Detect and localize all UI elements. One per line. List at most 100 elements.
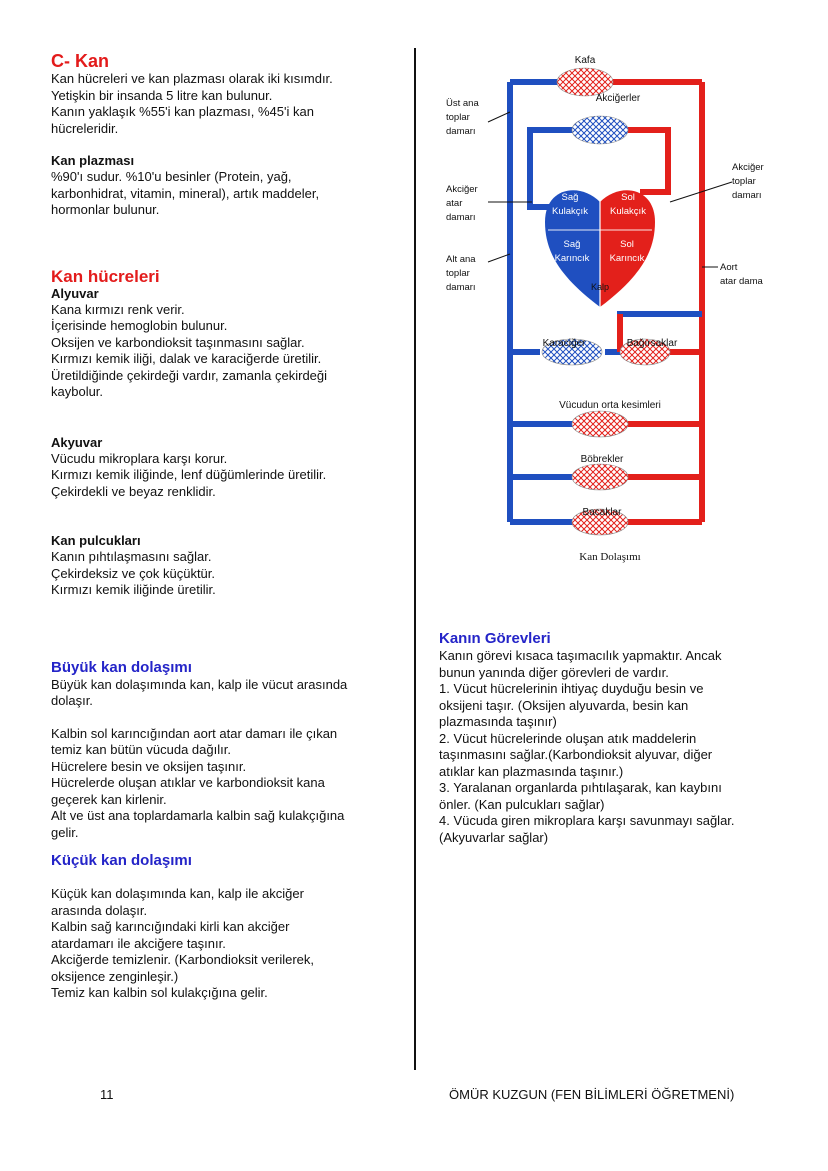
column-divider bbox=[414, 48, 416, 1070]
label-sag-kulakcik-2: Kulakçık bbox=[552, 206, 588, 217]
text-line: karbonhidrat, vitamin, mineral), artık m… bbox=[51, 185, 320, 201]
akyuvar-text: Vücudu mikroplara karşı korur.Kırmızı ke… bbox=[51, 451, 401, 501]
label-ust-ana-1: Üst ana bbox=[446, 98, 479, 109]
buyuk-text-2: Kalbin sol karıncığından aort atar damar… bbox=[51, 726, 401, 842]
text-line: Kalbin sol karıncığından aort atar damar… bbox=[51, 725, 338, 741]
text-line: Yetişkin bir insanda 5 litre kan bulunur… bbox=[51, 87, 273, 103]
label-sag-karincik-1: Sağ bbox=[564, 239, 581, 250]
intestine-capillary bbox=[619, 338, 671, 366]
gorev-text: Kanın görevi kısaca taşımacılık yapmaktı… bbox=[439, 648, 789, 846]
text-line: Temiz kan kalbin sol kulakçığına gelir. bbox=[51, 985, 268, 1000]
label-akciger-atar-1: Akciğer bbox=[446, 184, 478, 195]
legs-capillary bbox=[571, 508, 629, 536]
text-line: temiz kan bütün vücuda dağılır. bbox=[51, 742, 231, 757]
text-line: Oksijen ve karbondioksit taşınmasını sağ… bbox=[51, 334, 305, 350]
label-aort-1: Aort bbox=[720, 262, 738, 273]
text-line: (Akyuvarlar sağlar) bbox=[439, 829, 549, 845]
text-line: oksijence zenginleşir.) bbox=[51, 968, 179, 984]
footer-author: ÖMÜR KUZGUN (FEN BİLİMLERİ ÖĞRETMENİ) bbox=[449, 1087, 735, 1102]
label-akciger-toplar-2: toplar bbox=[732, 176, 756, 187]
diagram-caption: Kan Dolaşımı bbox=[579, 551, 641, 563]
text-line: Kanın görevi kısaca taşımacılık yapmaktı… bbox=[439, 648, 722, 663]
subtitle-kan-plazmasi: Kan plazması bbox=[51, 153, 135, 168]
text-line: Hücrelere besin ve oksijen taşınır. bbox=[51, 758, 247, 774]
text-line: Kalbin sağ karıncığındaki kirli kan akci… bbox=[51, 919, 290, 934]
text-line: 2. Vücut hücrelerinde oluşan atık maddel… bbox=[439, 730, 697, 746]
text-line: oksijeni taşır. (Oksijen alyuvarda, besi… bbox=[439, 697, 689, 713]
text-line: önler. (Kan pulcukları sağlar) bbox=[439, 796, 605, 812]
label-alt-ana-1: Alt ana bbox=[446, 254, 476, 265]
text-line: 3. Yaralanan organlarda pıhtılaşarak, ka… bbox=[439, 780, 722, 795]
subtitle-kan-pulcuklari: Kan pulcukları bbox=[51, 533, 141, 548]
right-column: Kanın Görevleri Kanın görevi kısaca taşı… bbox=[439, 630, 789, 846]
left-column: C- Kan Kan hücreleri ve kan plazması ola… bbox=[51, 52, 401, 1002]
label-sol-karincik-1: Sol bbox=[620, 239, 634, 250]
text-line: 4. Vücuda giren mikroplara karşı savunma… bbox=[439, 813, 735, 828]
heart bbox=[545, 190, 655, 307]
text-line: Kan hücreleri ve kan plazması olarak iki… bbox=[51, 71, 333, 86]
circulation-diagram: Kafa Akciğerler Üst ana toplar damarı Ak… bbox=[446, 55, 764, 536]
section-title-kan: C- Kan bbox=[51, 51, 109, 71]
label-kafa: Kafa bbox=[575, 55, 596, 66]
label-alt-ana-2: toplar bbox=[446, 268, 470, 279]
subtitle-akyuvar: Akyuvar bbox=[51, 434, 103, 450]
text-line: İçerisinde hemoglobin bulunur. bbox=[51, 318, 228, 333]
label-sol-kulakcik-1: Sol bbox=[621, 192, 635, 203]
label-aort-2: atar dama bbox=[720, 276, 763, 287]
subtitle-alyuvar: Alyuvar bbox=[51, 285, 99, 301]
label-kalp: Kalp bbox=[591, 282, 609, 292]
text-line: Çekirdeksiz ve çok küçüktür. bbox=[51, 565, 216, 581]
body-middle-capillary bbox=[571, 410, 629, 438]
liver-capillary bbox=[541, 338, 603, 366]
alyuvar-text: Kana kırmızı renk verir.İçerisinde hemog… bbox=[51, 302, 401, 401]
label-sol-karincik-2: Karıncık bbox=[610, 253, 645, 264]
text-line: plazmasında taşınır) bbox=[439, 714, 557, 729]
text-line: Akciğerde temizlenir. (Karbondioksit ver… bbox=[51, 952, 314, 967]
buyuk-text-1: Büyük kan dolaşımında kan, kalp ile vücu… bbox=[51, 677, 401, 710]
section-title-buyuk-dolasim: Büyük kan dolaşımı bbox=[51, 658, 192, 676]
label-akciger-toplar-1: Akciğer bbox=[732, 162, 764, 173]
text-line: Kana kırmızı renk verir. bbox=[51, 301, 185, 317]
section-title-kan-hucreleri: Kan hücreleri bbox=[51, 266, 160, 286]
kidney-capillary bbox=[571, 463, 629, 491]
text-line: Büyük kan dolaşımında kan, kalp ile vücu… bbox=[51, 676, 348, 692]
label-bacaklar: Bacaklar bbox=[583, 507, 623, 518]
pulcuk-text: Kanın pıhtılaşmasını sağlar.Çekirdeksiz … bbox=[51, 549, 401, 599]
text-line: Vücudu mikroplara karşı korur. bbox=[51, 450, 228, 466]
text-line: hormonlar bulunur. bbox=[51, 202, 160, 217]
page-number: 11 bbox=[100, 1087, 114, 1102]
label-akciger-atar-2: atar bbox=[446, 198, 462, 209]
text-line: 1. Vücut hücrelerinin ihtiyaç duyduğu be… bbox=[439, 681, 704, 696]
text-line: %90'ı sudur. %10'u besinler (Protein, ya… bbox=[51, 169, 292, 184]
label-karaciger: Karaciğer bbox=[543, 338, 586, 349]
text-line: Küçük kan dolaşımında kan, kalp ile akci… bbox=[51, 886, 304, 901]
pulmonary-artery-path bbox=[527, 127, 580, 210]
kucuk-text: Küçük kan dolaşımında kan, kalp ile akci… bbox=[51, 886, 401, 1002]
text-line: Alt ve üst ana toplardamarla kalbin sağ … bbox=[51, 808, 345, 823]
text-line: taşınmasını sağlar.(Karbondioksit alyuva… bbox=[439, 747, 713, 762]
text-line: Kırmızı kemik iliği, dalak ve karaciğerd… bbox=[51, 351, 322, 366]
text-line: geçerek kan kirlenir. bbox=[51, 791, 167, 807]
text-line: Çekirdekli ve beyaz renklidir. bbox=[51, 483, 216, 499]
text-line: Kırmızı kemik iliğinde üretilir. bbox=[51, 582, 216, 597]
text-line: atardamarı ile akciğere taşınır. bbox=[51, 935, 226, 951]
label-bagirsaklar: Bağırsaklar bbox=[627, 338, 678, 349]
text-line: Kanın pıhtılaşmasını sağlar. bbox=[51, 549, 212, 564]
label-alt-ana-3: damarı bbox=[446, 282, 476, 293]
text-line: Hücrelerde oluşan atıklar ve karbondioks… bbox=[51, 775, 325, 790]
label-akciger-toplar-3: damarı bbox=[732, 190, 762, 201]
label-vucut-orta: Vücudun orta kesimleri bbox=[559, 400, 661, 411]
label-sag-kulakcik-1: Sağ bbox=[562, 192, 579, 203]
label-akcigerler: Akciğerler bbox=[596, 93, 641, 104]
pulmonary-vein-path bbox=[620, 127, 671, 195]
text-line: bunun yanında diğer görevleri de vardır. bbox=[439, 664, 669, 680]
label-sol-kulakcik-2: Kulakçık bbox=[610, 206, 646, 217]
text-line: gelir. bbox=[51, 824, 79, 840]
section-title-kucuk-dolasim: Küçük kan dolaşımı bbox=[51, 852, 192, 869]
label-ust-ana-3: damarı bbox=[446, 126, 476, 137]
text-line: dolaşır. bbox=[51, 693, 93, 708]
text-line: Kanın yaklaşık %55'i kan plazması, %45'i… bbox=[51, 104, 314, 119]
head-capillary bbox=[556, 67, 614, 97]
section-title-kanin-gorevleri: Kanın Görevleri bbox=[439, 630, 551, 647]
intestine-loop bbox=[617, 314, 702, 355]
